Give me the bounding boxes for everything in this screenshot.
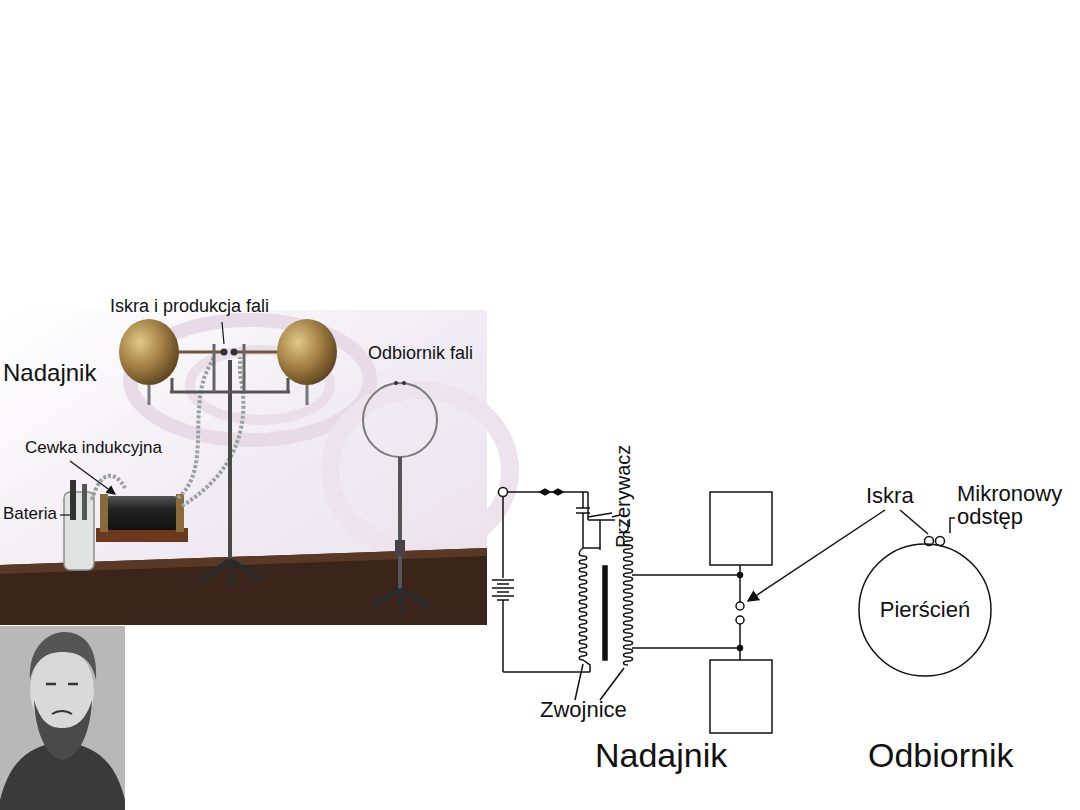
part-label: Cewka indukcyjna [25,439,162,458]
part-label: Odbiornik fali [368,344,473,364]
photo [0,310,510,625]
part-label: Zwojnice [540,698,627,722]
portrait [0,626,125,810]
part-label: Nadajnik [3,360,96,386]
part-label: Przerywacz [612,445,634,548]
part-label: Mikronowy odstęp [957,482,1079,528]
ring-receiver: Pierścień [857,542,993,678]
ring-label: Pierścień [880,597,970,623]
part-label: Iskra i produkcja fali [110,297,269,317]
section-title: Odbiornik [868,737,1014,774]
part-label: Iskra [866,484,914,508]
section-title: Nadajnik [595,737,727,774]
part-label: Bateria [3,505,57,524]
